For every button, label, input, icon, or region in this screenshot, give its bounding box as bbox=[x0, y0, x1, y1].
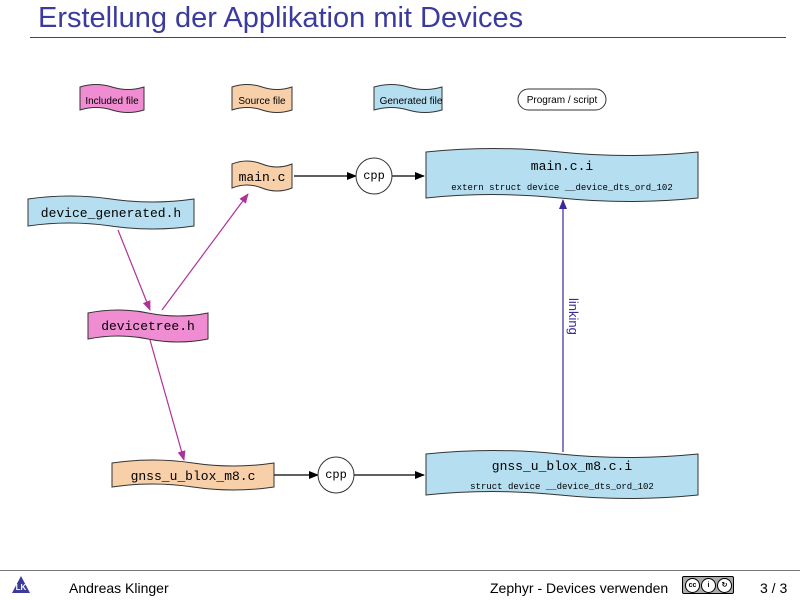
footer-author: Andreas Klinger bbox=[69, 580, 169, 596]
devicetree-h-label: devicetree.h bbox=[101, 319, 195, 334]
legend-included-file: Included file bbox=[79, 84, 145, 113]
main-c-i-label: main.c.i bbox=[531, 159, 594, 174]
build-diagram: Included file Source file Generated file… bbox=[27, 84, 699, 499]
legend-generated-file: Generated file bbox=[373, 84, 443, 113]
main-c-i-detail: extern struct device __device_dts_ord_10… bbox=[451, 183, 672, 193]
legend-included-label: Included file bbox=[85, 96, 139, 107]
legend-generated-label: Generated file bbox=[380, 96, 443, 107]
linking-label: linking bbox=[566, 298, 581, 335]
institute-logo-icon: LK bbox=[12, 576, 30, 593]
cc-license-icon: cc i ↻ bbox=[682, 576, 734, 594]
node-main-c: main.c bbox=[231, 160, 293, 192]
legend-source-label: Source file bbox=[238, 96, 286, 107]
legend-program-label: Program / script bbox=[527, 95, 598, 106]
legend-source-file: Source file bbox=[231, 84, 293, 113]
node-gnss-c: gnss_u_blox_m8.c bbox=[111, 459, 275, 491]
gnss-c-i-label: gnss_u_blox_m8.c.i bbox=[492, 459, 633, 474]
node-cpp-top: cpp bbox=[355, 157, 393, 195]
main-c-label: main.c bbox=[239, 170, 286, 185]
edge-device-generated-to-devicetree bbox=[117, 229, 151, 311]
node-gnss-c-i: gnss_u_blox_m8.c.i struct device __devic… bbox=[425, 450, 699, 499]
edge-devicetree-to-main-c bbox=[161, 193, 249, 311]
edge-devicetree-to-gnss-c bbox=[149, 339, 186, 461]
svg-text:LK: LK bbox=[16, 583, 27, 592]
node-main-c-i: main.c.i extern struct device __device_d… bbox=[425, 148, 699, 202]
device-generated-h-label: device_generated.h bbox=[41, 206, 181, 221]
page-number: 3 / 3 bbox=[760, 580, 788, 596]
title-rule bbox=[30, 37, 786, 38]
slide-title: Erstellung der Applikation mit Devices bbox=[38, 2, 524, 34]
cpp-top-label: cpp bbox=[363, 169, 385, 183]
node-device-generated-h: device_generated.h bbox=[27, 195, 195, 230]
node-devicetree-h: devicetree.h bbox=[87, 309, 209, 343]
legend-program-script: Program / script bbox=[517, 88, 607, 111]
footer-talk-title: Zephyr - Devices verwenden bbox=[490, 580, 669, 596]
footer-rule bbox=[0, 570, 800, 571]
node-cpp-bottom: cpp bbox=[317, 456, 355, 494]
cpp-bottom-label: cpp bbox=[325, 468, 347, 482]
gnss-c-label: gnss_u_blox_m8.c bbox=[131, 469, 256, 484]
gnss-c-i-detail: struct device __device_dts_ord_102 bbox=[470, 482, 654, 492]
